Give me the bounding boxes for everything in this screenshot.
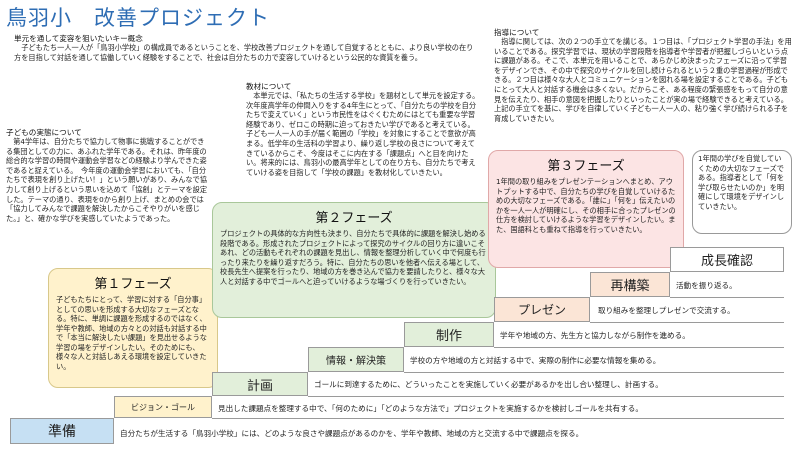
guidance-text: 指導に関しては、次の２つの手立てを講じる。１つ目は、「プロジェクト学習の手法」を… <box>494 37 792 123</box>
concept-heading: 単元を通して変容を狙いたいキー概念 <box>14 34 143 43</box>
divider-line <box>212 418 784 419</box>
children-text: 第4学年は、自分たちで協力して物事に挑戦することができる集団としての力に、あふれ… <box>6 137 208 223</box>
step-presen: プレゼン <box>494 297 590 322</box>
children-heading: 子どもの実態について <box>6 128 82 137</box>
divider-line <box>494 347 784 348</box>
page-title: 鳥羽小 改善プロジェクト <box>6 6 270 30</box>
phase2-text: プロジェクトの具体的な方向性も決まり、自分たちで具体的に課題を解決し始める段階で… <box>220 229 486 286</box>
divider-line <box>404 372 784 373</box>
step-seicho: 成長確認 <box>670 247 784 272</box>
phase3-text: 1年間の取り組みをプレゼンテーションへまとめ、アウトプットする中で、自分たちの学… <box>496 177 676 234</box>
desc-seisaku: 学年や地域の方、先生方と協力しながら制作を進める。 <box>500 331 690 340</box>
step-keikaku: 計画 <box>212 372 308 396</box>
phase3-box: 第３フェーズ 1年間の取り組みをプレゼンテーションへまとめ、アウトプットする中で… <box>488 150 684 268</box>
phase2-box: 第２フェーズ プロジェクトの具体的な方向性も決まり、自分たちで具体的に課題を解決… <box>212 202 496 318</box>
divider-line <box>308 396 784 397</box>
step-saikochiku: 再構築 <box>590 272 670 297</box>
desc-joho: 学校の方や地域の方と対話する中で、実際の制作に必要な情報を集める。 <box>410 356 661 365</box>
step-vision: ビジョン・ゴール <box>114 396 212 418</box>
phase1-title: 第１フェーズ <box>94 277 172 292</box>
phase1-box: 第１フェーズ 子どもたちにとって、学習に対する「自分事」としての思いを形成する大… <box>48 268 218 388</box>
step-joho: 情報・解決策 <box>308 347 404 372</box>
desc-keikaku: ゴールに到達するために、どういったことを実施していく必要があるかを出し合い整理し… <box>314 380 663 389</box>
phase1-text: 子どもたちにとって、学習に対する「自分事」としての思いを形成する大切なフェーズと… <box>56 295 207 372</box>
material-heading: 教材について <box>246 82 292 91</box>
desc-vision: 見出した課題点を整理する中で、「何のために」「どのような方法で」プロジェクトを実… <box>218 404 643 413</box>
divider-line <box>670 297 784 298</box>
reflection-text: 1年間の学びを自覚していくための大切なフェーズである。指導者として「何を学び取ら… <box>698 154 785 211</box>
concept-section: 単元を通して変容を狙いたいキー概念 子どもたち一人一人が「鳥羽小学校」の構成員で… <box>14 34 474 62</box>
divider-line <box>590 322 784 323</box>
concept-text: 子どもたち一人一人が「鳥羽小学校」の構成員であるということを、学校改善プロジェク… <box>14 43 474 62</box>
step-seisaku: 制作 <box>404 322 494 347</box>
guidance-heading: 指導について <box>494 28 540 37</box>
desc-junbi: 自分たちが生活する「鳥羽小学校」には、どのような良さや課題点があるのかを、学年や… <box>120 429 584 438</box>
reflection-box: 1年間の学びを自覚していくための大切なフェーズである。指導者として「何を学び取ら… <box>692 150 792 234</box>
step-junbi: 準備 <box>10 418 114 444</box>
material-section: 教材について 本単元では、「私たちの生活する学校」を題材として単元を設定する。次… <box>246 82 480 177</box>
children-section: 子どもの実態について 第4学年は、自分たちで協力して物事に挑戦することができる集… <box>6 128 210 223</box>
phase3-title: 第３フェーズ <box>547 159 625 174</box>
desc-presen: 取り組みを整理しプレゼンで交流する。 <box>598 306 735 315</box>
phase2-title: 第２フェーズ <box>315 211 393 226</box>
desc-saikochiku: 活動を振り返る。 <box>676 281 737 290</box>
material-text: 本単元では、「私たちの生活する学校」を題材として単元を設定する。次年度高学年の仲… <box>246 91 480 177</box>
guidance-section: 指導について 指導に関しては、次の２つの手立てを講じる。１つ目は、「プロジェクト… <box>494 28 794 123</box>
